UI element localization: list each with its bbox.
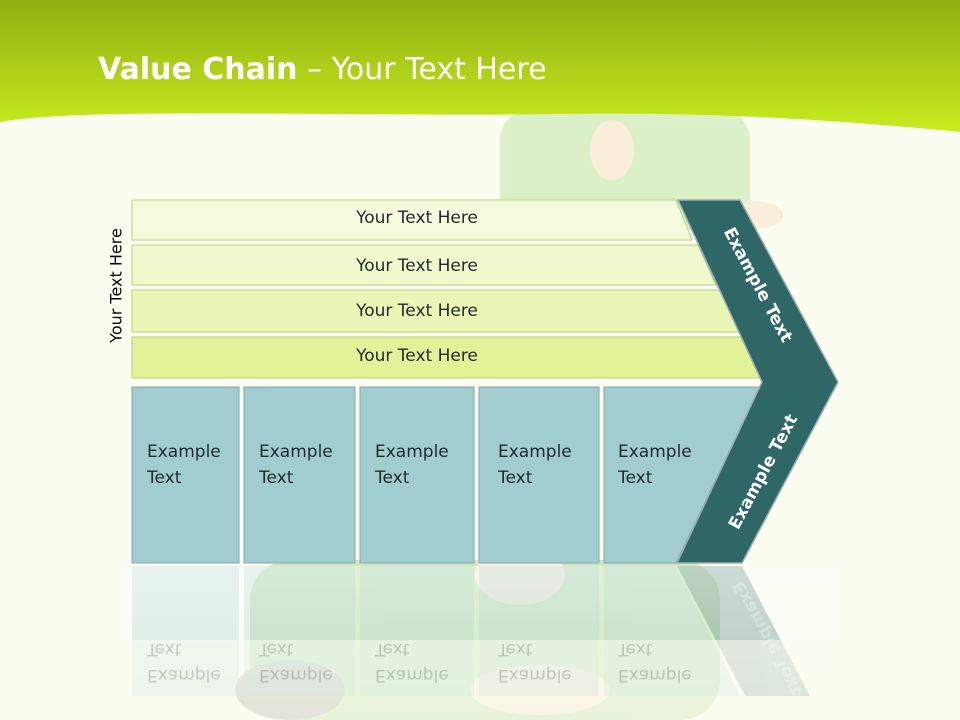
chain-box-4 <box>478 386 600 564</box>
row-label-2: Your Text Here <box>356 256 478 276</box>
row-bar-1 <box>131 199 693 241</box>
chain-box-1 <box>131 386 240 564</box>
row-bar-2 <box>131 244 717 286</box>
chevron-arrow <box>675 199 839 564</box>
row-label-3: Your Text Here <box>356 301 478 321</box>
slide-title: Value Chain – Your Text Here <box>98 52 547 87</box>
row-label-4: Your Text Here <box>356 346 478 366</box>
header-band <box>0 0 960 132</box>
chain-box-2 <box>243 386 356 564</box>
chain-box-5 <box>603 386 761 564</box>
row-label-1: Your Text Here <box>356 208 478 228</box>
chain-box-3 <box>359 386 475 564</box>
